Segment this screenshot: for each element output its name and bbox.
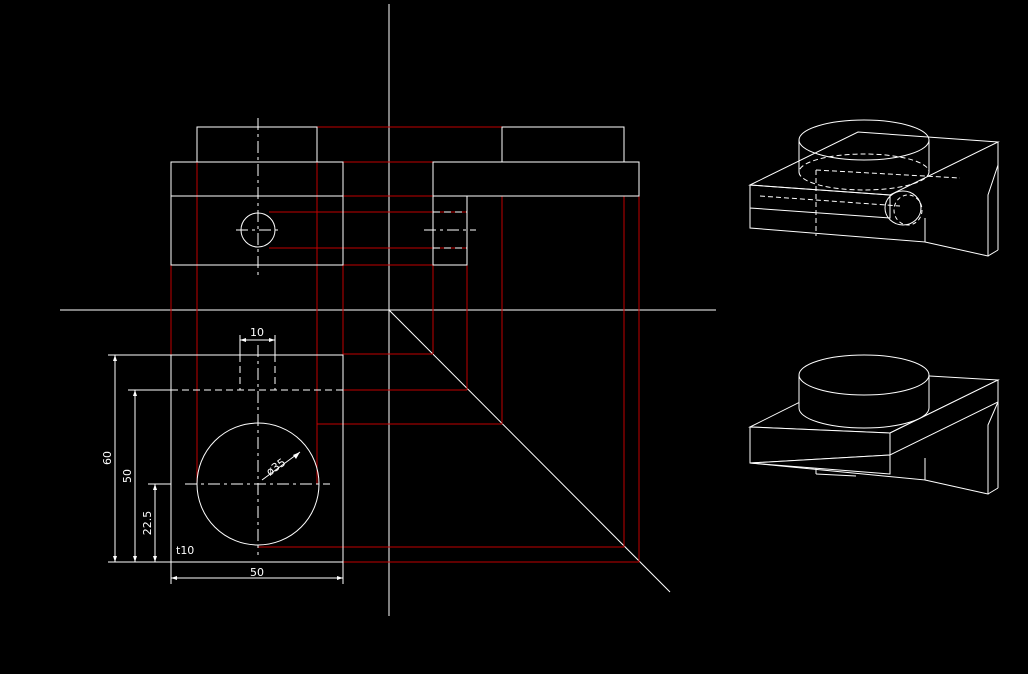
front-view (170, 118, 344, 275)
thickness-label: t10 (176, 544, 194, 557)
dimension-lines (108, 335, 344, 584)
front-view-base (170, 195, 344, 266)
top-view (170, 345, 344, 563)
arrowhead (269, 338, 275, 342)
iso-lug-side (924, 164, 999, 257)
iso-solid-edge (987, 487, 999, 495)
total-width-label: 50 (250, 566, 264, 579)
arrowhead (171, 576, 177, 580)
iso-solid-lug-side (924, 401, 999, 495)
top-view-outline (170, 354, 344, 563)
arrowhead (337, 576, 343, 580)
iso-lug-front (749, 208, 926, 243)
iso-hidden-line (815, 169, 961, 179)
iso-boss-hidden-base (798, 153, 930, 191)
projection-lines (170, 126, 640, 563)
arrowhead (293, 452, 300, 459)
isometric-solid (748, 354, 1000, 495)
miter-line (388, 309, 671, 593)
base-height-label: 50 (121, 469, 134, 483)
iso-hole-front (884, 190, 922, 226)
hole-center-height-label: 22.5 (141, 511, 154, 536)
arrowhead (240, 338, 246, 342)
dimension-arrows (113, 338, 343, 580)
diameter-leader (261, 451, 301, 481)
side-view (424, 126, 640, 266)
side-view-plate (432, 161, 640, 197)
iso-edge (987, 249, 999, 257)
arrowhead (113, 355, 117, 361)
iso-solid-edge (815, 473, 857, 477)
isometric-wireframe (748, 119, 1000, 257)
slot-width-label: 10 (250, 326, 264, 339)
iso-hole-back (893, 194, 923, 226)
arrowhead (153, 556, 157, 562)
arrowhead (133, 556, 137, 562)
total-height-label: 60 (101, 451, 114, 465)
axis-lines (60, 4, 716, 616)
iso-plate-front (749, 184, 891, 219)
arrowhead (113, 556, 117, 562)
arrowhead (153, 484, 157, 490)
iso-hidden-line (759, 195, 901, 207)
iso-solid-bottom (749, 454, 891, 475)
arrowhead (133, 390, 137, 396)
iso-solid-boss-top (798, 354, 930, 396)
